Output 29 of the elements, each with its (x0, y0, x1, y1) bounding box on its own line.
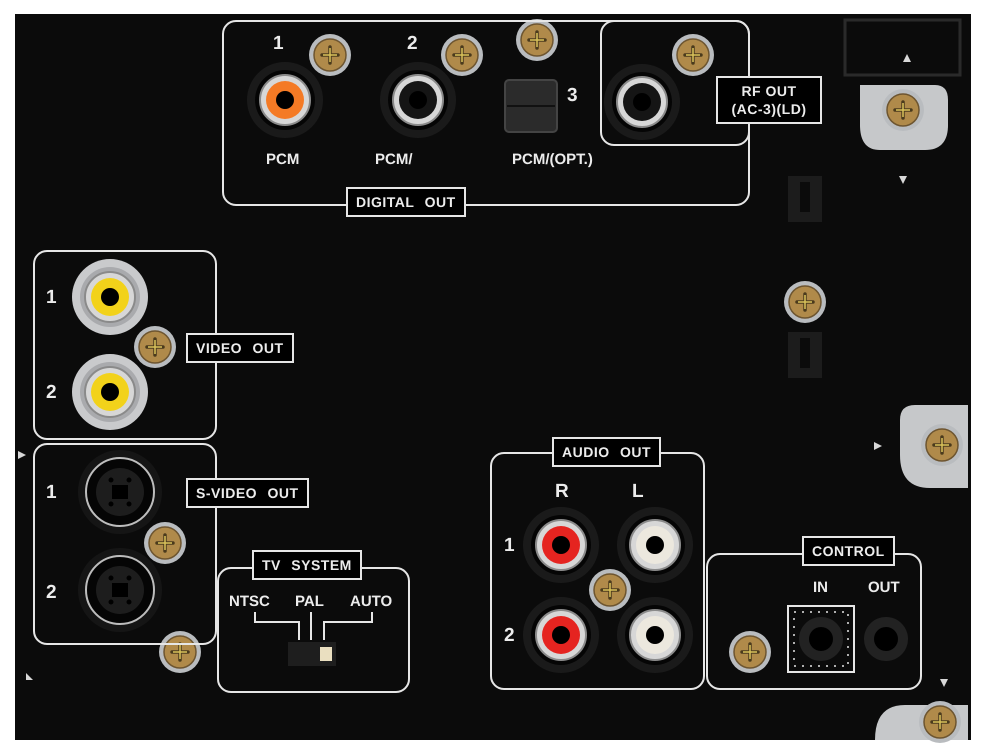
port-label: PCM/(OPT.) (512, 152, 593, 167)
connector-group-outline (490, 437, 705, 690)
port-number: L (632, 482, 644, 501)
port-number: R (555, 482, 569, 501)
connector-group-outline (706, 536, 922, 690)
port-label: OUT (868, 580, 900, 595)
port-label: PCM (266, 152, 300, 167)
group-heading: VIDEO OUT (186, 333, 294, 363)
port-number: 2 (46, 583, 57, 602)
port-label: PAL (295, 594, 324, 609)
port-number: 1 (504, 536, 515, 555)
group-heading: S-VIDEO OUT (186, 478, 309, 508)
group-heading: CONTROL (802, 536, 895, 566)
port-number: 1 (273, 34, 284, 53)
port-number: 2 (504, 626, 515, 645)
group-heading: TV SYSTEM (252, 550, 362, 580)
port-label: NTSC (229, 594, 270, 609)
port-label: AUTO (350, 594, 392, 609)
group-heading: AUDIO OUT (552, 437, 662, 467)
port-number: 2 (46, 383, 57, 402)
connector-group-outline (217, 550, 410, 693)
port-number: 3 (567, 86, 578, 105)
port-number: 2 (407, 34, 418, 53)
group-heading: RF OUT (AC-3)(LD) (716, 76, 822, 124)
port-label: PCM/ (375, 152, 412, 167)
port-label: IN (813, 580, 828, 595)
port-number: 1 (46, 483, 57, 502)
port-number: 1 (46, 288, 57, 307)
group-heading: DIGITAL OUT (346, 187, 466, 217)
